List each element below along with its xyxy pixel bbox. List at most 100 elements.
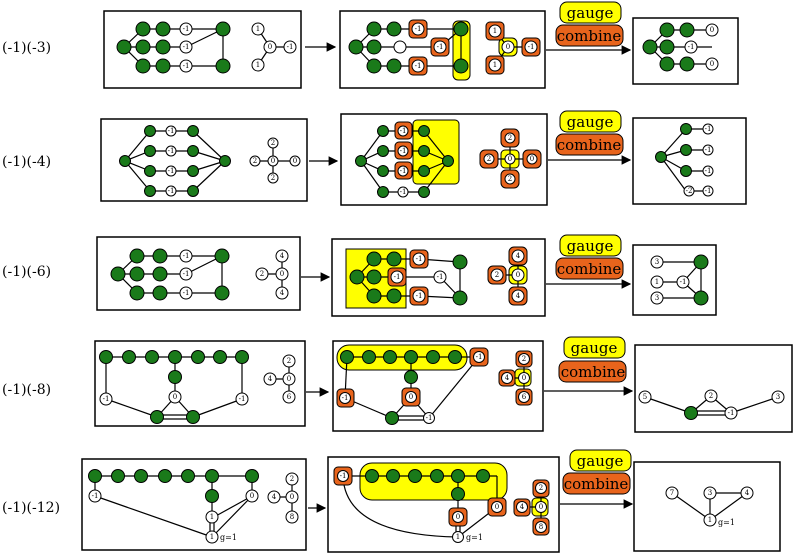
node-label: -1 — [416, 255, 423, 263]
gauge-pill — [559, 110, 622, 133]
gauge-label: gauge — [567, 4, 614, 22]
node-label: -1 — [705, 187, 712, 195]
gauge-label: gauge — [577, 452, 624, 470]
combine-pill — [558, 360, 627, 383]
node-label: 3 — [708, 489, 712, 497]
gauge-pill — [569, 449, 632, 472]
node-label: -1 — [183, 25, 190, 33]
node-label: 4 — [280, 252, 285, 260]
node-label: 0 — [516, 271, 520, 279]
node-label: -2 — [686, 187, 693, 195]
gauge-label: gauge — [571, 339, 618, 357]
node-label: -1 — [426, 414, 433, 422]
node-label: -1 — [183, 270, 190, 278]
combine-label: combine — [564, 475, 629, 493]
node-label: 2 — [539, 484, 543, 492]
row-2-label: (-1)(-4) — [2, 154, 51, 170]
row-5-panel-b: -1 0 1 0 g=1 2 4 0 8 — [327, 456, 560, 553]
row-4-label: (-1)(-8) — [2, 382, 51, 398]
combine-label: combine — [561, 363, 626, 381]
node-label: 0 — [173, 393, 177, 401]
node-label: -1 — [168, 147, 175, 155]
node-label: 4 — [505, 374, 510, 382]
combine-label: combine — [557, 27, 622, 45]
node-label: 0 — [287, 375, 291, 383]
node-label: 4 — [520, 503, 525, 511]
node-label: -1 — [287, 43, 294, 51]
node-label: 1 — [456, 533, 460, 541]
node-label: 2 — [271, 139, 275, 147]
node-label: 2 — [522, 355, 526, 363]
node-label: 4 — [745, 489, 750, 497]
node-label: -1 — [168, 167, 175, 175]
node-label: 0 — [710, 26, 714, 34]
node-label: -1 — [168, 127, 175, 135]
node-label: 2 — [271, 174, 275, 182]
genus-label: g=1 — [718, 518, 735, 527]
row-1-label: (-1)(-3) — [2, 40, 51, 56]
node-label: -1 — [400, 188, 407, 196]
node-label: 4 — [516, 292, 521, 300]
node-label: 8 — [539, 523, 543, 531]
node-label: 0 — [508, 155, 512, 163]
node-label: -1 — [342, 394, 349, 402]
row-5-panel-a: -1 0 1 1 g=1 2 4 0 8 — [81, 458, 307, 551]
node-label: 1 — [708, 516, 712, 524]
node-label: 0 — [290, 493, 294, 501]
node-label: 0 — [539, 503, 543, 511]
node-label: 2 — [508, 134, 512, 142]
node-label: -1 — [340, 472, 347, 480]
node-label: -1 — [705, 167, 712, 175]
node-label: 0 — [268, 43, 272, 51]
combine-pill — [562, 472, 631, 495]
node-label: 1 — [655, 278, 659, 286]
node-label: 3 — [776, 393, 780, 401]
row-2-panel-a: -1 -1 -1 -1 2 2 0 0 2 — [100, 118, 308, 202]
node-label: -1 — [705, 146, 712, 154]
node-label: -1 — [183, 62, 190, 70]
node-label: 0 — [271, 157, 275, 165]
node-label: 0 — [530, 155, 534, 163]
node-label: 2 — [495, 271, 499, 279]
node-label: 1 — [256, 25, 260, 33]
node-label: -1 — [103, 395, 110, 403]
node-label: 0 — [506, 43, 510, 51]
row-4: (-1)(-8) 0 -1 -1 — [2, 336, 793, 433]
node-label: -1 — [168, 187, 175, 195]
combine-label: combine — [557, 136, 622, 154]
node-label: -1 — [476, 353, 483, 361]
node-label: -1 — [705, 125, 712, 133]
node-label: -1 — [415, 25, 422, 33]
row-3-panel-a: -1 -1 -1 4 2 0 4 — [96, 236, 301, 311]
node-label: -1 — [437, 43, 444, 51]
node-label: 0 — [495, 503, 499, 511]
node-label: 5 — [643, 393, 647, 401]
node-label: 1 — [210, 513, 214, 521]
genus-label: g=1 — [220, 533, 237, 542]
node-label: -1 — [92, 492, 99, 500]
node-label: -1 — [528, 43, 535, 51]
node-label: -1 — [183, 252, 190, 260]
node-label: -1 — [183, 289, 190, 297]
row-1-panel-a: -1 -1 -1 1 0 -1 1 — [103, 10, 302, 89]
node-label: 1 — [493, 27, 497, 35]
row-4-panel-c: 5 2 -1 3 — [634, 344, 793, 433]
node-label: -1 — [394, 273, 401, 281]
node-label: 0 — [522, 374, 526, 382]
gauge-pill — [563, 336, 626, 359]
row-2-panel-b: -1 -1 -1 -1 2 2 0 0 2 — [340, 113, 548, 206]
node-label: 0 — [710, 60, 714, 68]
node-label: 2 — [709, 392, 713, 400]
row-5-label: (-1)(-12) — [2, 500, 60, 516]
node-label: 3 — [655, 258, 659, 266]
row-3-label: (-1)(-6) — [2, 264, 51, 280]
row-2: (-1)(-4) -1 -1 -1 -1 2 — [2, 110, 747, 206]
node-label: 2 — [487, 155, 491, 163]
node-label: 2 — [290, 475, 294, 483]
row-4-panel-b: -1 -1 0 -1 2 4 0 6 — [332, 340, 544, 432]
node-label: -1 — [437, 273, 444, 281]
node-label: 1 — [210, 533, 214, 541]
gauge-pill — [559, 1, 622, 24]
node-label: -1 — [415, 62, 422, 70]
